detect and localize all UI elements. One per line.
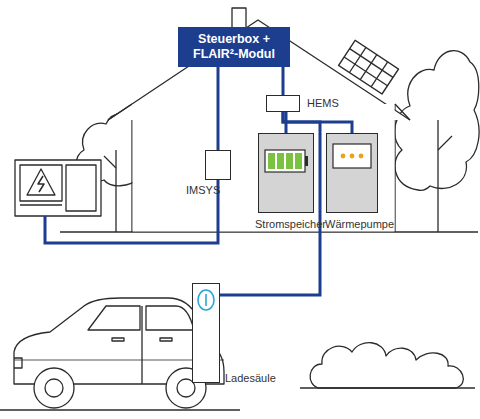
solar-panel (339, 40, 399, 94)
bush-ground (300, 387, 475, 388)
bush (310, 343, 463, 388)
node-label: Ladesäule (225, 372, 276, 384)
heatpump-box: Wärmepumpe (326, 133, 378, 213)
house-wall (133, 104, 395, 231)
battery-box: Stromspeicher (258, 133, 314, 213)
house-outline (132, 104, 395, 232)
tree-trunk (437, 120, 438, 232)
node-label: Steuerbox + FLAIR²-Modul (181, 32, 287, 62)
grid-station (15, 160, 101, 216)
tree-branch (438, 136, 452, 150)
node-label: HEMS (307, 97, 339, 109)
tree-branch (104, 156, 116, 168)
connector-line (217, 67, 220, 150)
roof-edge (108, 104, 410, 120)
control-box: Steuerbox + FLAIR²-Modul (178, 27, 290, 67)
connector-line (220, 112, 320, 295)
hems-box: HEMS (266, 95, 300, 112)
node-label: IMSYS (186, 184, 220, 196)
tree-trunk (115, 150, 116, 232)
node-label: Wärmepumpe (325, 218, 394, 230)
battery-icon (265, 150, 308, 172)
connector-line (282, 67, 285, 95)
charging-station: Ladesäule (192, 283, 220, 383)
heatpump-icon (333, 144, 371, 168)
imsys-box: IMSYS (205, 150, 231, 180)
ground-line (60, 231, 478, 232)
tree-crown (395, 51, 479, 191)
plug-icon (198, 290, 214, 310)
node-label: Stromspeicher (255, 218, 326, 230)
